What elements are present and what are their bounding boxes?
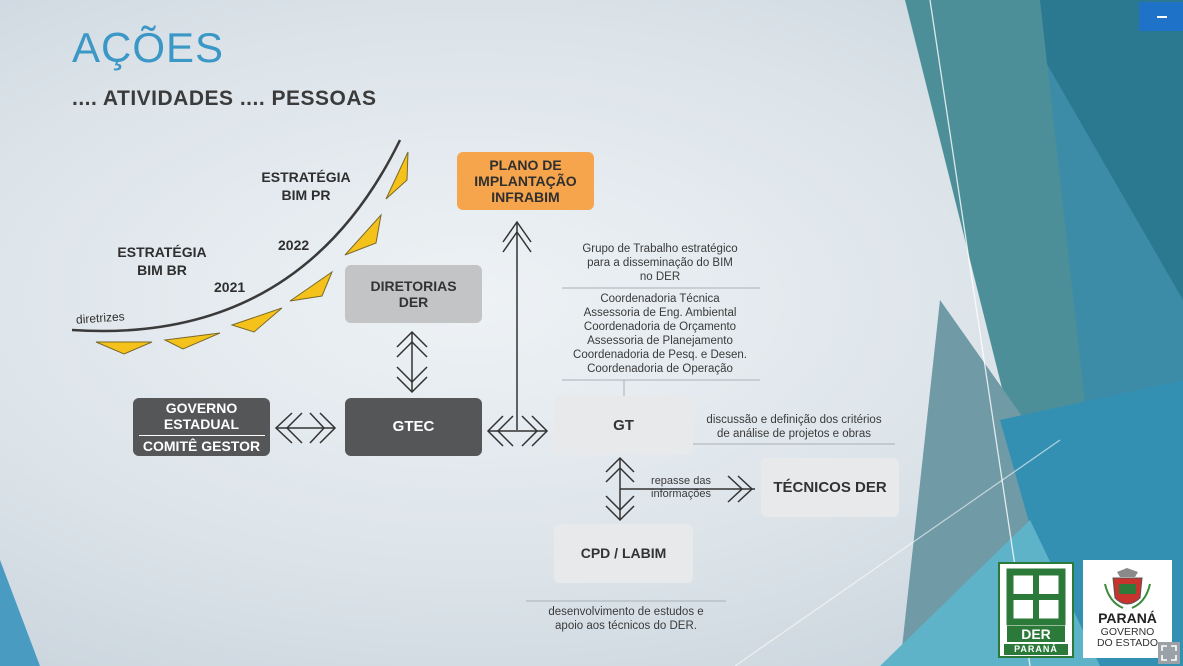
governo-parana-logo: PARANÁ GOVERNO DO ESTADO [1083, 560, 1172, 658]
fullscreen-button[interactable] [1158, 642, 1180, 664]
minimize-icon [1157, 16, 1167, 18]
der-logo-subtitle: PARANÁ [1004, 644, 1068, 655]
double-arrow-governo-gtec [274, 412, 337, 444]
der-emblem-icon [1006, 568, 1066, 626]
cpd-description-note: desenvolvimento de estudos e apoio aos t… [548, 606, 704, 632]
cpd-labim-label: CPD / LABIM [580, 545, 667, 562]
timeline-curve [71, 139, 402, 333]
gt-members-note: Coordenadoria Técnica Assessoria de Eng.… [573, 293, 747, 376]
gt-purpose-note: Grupo de Trabalho estratégico para a dis… [582, 243, 738, 283]
diretorias-der-label: DIRETORIAS DER [370, 277, 457, 310]
governo-estadual-label: GOVERNO ESTADUAL [163, 400, 240, 433]
cpd-labim-box: CPD / LABIM [554, 524, 693, 583]
plano-implantacao-box: PLANO DE IMPLANTAÇÃO INFRABIM [457, 152, 594, 210]
double-arrow-gtec-gt [486, 415, 549, 447]
gt-label: GT [613, 416, 634, 434]
tecnicos-der-label: TÉCNICOS DER [773, 478, 887, 496]
timeline-chevron [385, 151, 409, 200]
timeline-chevron [163, 332, 221, 350]
slide-subtitle: .... ATIVIDADES .... PESSOAS [72, 87, 377, 110]
timeline-chevron [344, 213, 382, 256]
arrow-up-to-plano [502, 220, 532, 430]
parana-logo-name: PARANÁ [1098, 610, 1157, 626]
timeline-stage-pr: ESTRATÉGIA BIM PR [261, 169, 351, 203]
parana-logo-subtitle: GOVERNO DO ESTADO [1096, 626, 1159, 650]
governo-estadual-box: GOVERNO ESTADUAL COMITÊ GESTOR [133, 398, 270, 456]
repasse-note: repasse das informações [651, 475, 711, 501]
plano-implantacao-label: PLANO DE IMPLANTAÇÃO INFRABIM [474, 156, 577, 206]
slide-title: AÇÕES [72, 24, 225, 71]
timeline-stage-br: ESTRATÉGIA BIM BR [117, 244, 207, 278]
tecnicos-der-box: TÉCNICOS DER [761, 458, 899, 517]
parana-coat-of-arms-icon [1104, 568, 1151, 609]
gtec-label: GTEC [392, 418, 435, 436]
timeline-chevron [230, 307, 283, 333]
timeline-chevron [95, 341, 153, 355]
expand-icon [1161, 645, 1177, 661]
der-parana-logo: DER PARANÁ [998, 562, 1074, 658]
minimize-button[interactable] [1139, 2, 1183, 31]
gtec-box: GTEC [345, 398, 482, 456]
gt-box: GT [554, 396, 693, 455]
double-arrow-gt-cpd [605, 456, 635, 522]
double-arrow-diretorias-gtec [396, 330, 428, 394]
comite-gestor-label: COMITÊ GESTOR [142, 437, 261, 454]
arrow-to-tecnicos [620, 475, 755, 503]
der-logo-word: DER [1007, 626, 1065, 642]
timeline-year-2021: 2021 [214, 279, 246, 295]
gt-discussion-note: discussão e definição dos critérios de a… [706, 414, 882, 440]
timeline-chevron [289, 270, 334, 302]
diretorias-der-box: DIRETORIAS DER [345, 265, 482, 323]
timeline-year-2022: 2022 [278, 237, 310, 253]
governo-divider [138, 434, 265, 436]
